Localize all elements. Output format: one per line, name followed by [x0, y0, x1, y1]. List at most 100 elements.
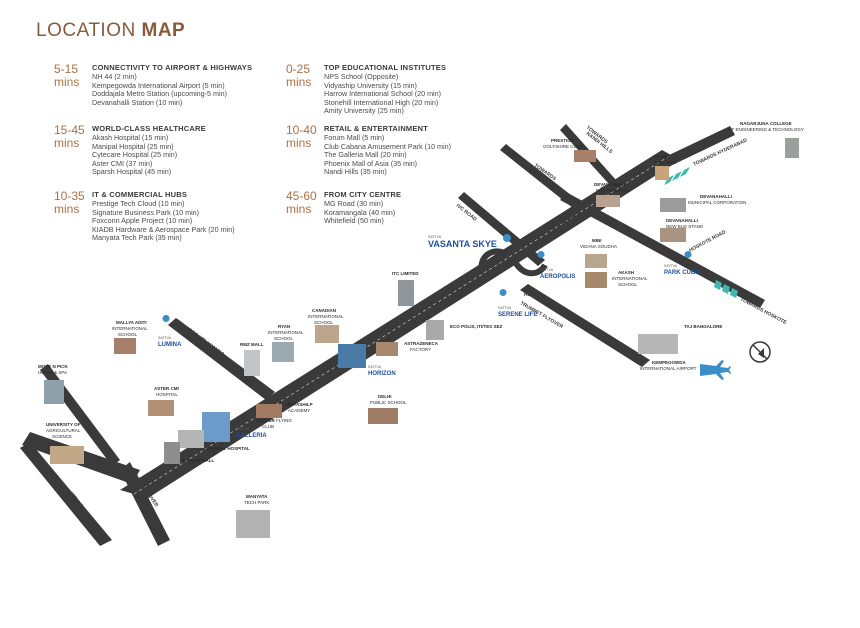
label-esteem: ESTEEM MALL	[182, 458, 215, 463]
label-uas-3: SCIENCE	[52, 434, 72, 439]
building-itc	[398, 280, 414, 306]
label-jakkur-2: FLYING	[276, 418, 292, 423]
label-mini-2: VIDANA SOUDHA	[580, 244, 617, 249]
label-municipal-1: DEVANAHALLI	[700, 194, 732, 199]
info-block-item: Cytecare Hospital (25 min)	[92, 150, 178, 160]
project-park-cubix: SATTVA PARK CUBIX	[664, 251, 701, 276]
building-astrazeneca	[376, 342, 398, 356]
building-galleria	[202, 412, 230, 442]
building-prestige	[574, 150, 596, 162]
label-canadian-2: INTERNATIONAL	[308, 314, 344, 319]
info-block-heading: TOP EDUCATIONAL INSTITUTES	[324, 63, 447, 72]
info-block-item: Stonehill International High (20 min)	[324, 97, 439, 107]
aeropolis-label: AEROPOLIS	[540, 274, 575, 280]
project-serene-life: SATTVA SERENE LIFE	[498, 289, 537, 318]
brand-label: SATTVA	[236, 427, 250, 431]
label-prestige-2: GOLFSHIRE CLUB	[543, 144, 582, 149]
info-block-heading: RETAIL & ENTERTAINMENT	[324, 124, 428, 133]
label-rmz: RMZ MALL	[240, 342, 264, 347]
vasanta-skye-label: VASANTA SKYE	[428, 239, 497, 249]
label-movenpick-2: HOTEL & SPA	[38, 370, 67, 375]
chevron-hoskote-3	[730, 288, 738, 298]
info-block-item: Prestige Tech Cloud (10 min)	[92, 199, 185, 208]
label-devanahalli-bus-1: DEVANAHALLI	[594, 182, 626, 187]
info-block-item: Amity University (25 min)	[324, 106, 404, 116]
location-pin-icon	[162, 315, 170, 330]
title-bold: MAP	[141, 20, 186, 41]
travel-time: 10-35 mins	[54, 189, 85, 216]
label-aster-1: ASTER CMI	[154, 386, 179, 391]
airplane-icon	[700, 360, 731, 380]
galleria-label: GALLERIA	[236, 433, 267, 439]
chevron-hyderabad-3	[680, 167, 690, 177]
airplane-shape	[700, 360, 731, 380]
label-akash-3: SCHOOL	[618, 282, 638, 287]
project-aeropolis: SATTVA AEROPOLIS	[537, 251, 575, 280]
label-kempegowda-1: KEMPEGOWDA	[652, 360, 687, 365]
label-jakkur-3: CLUB	[262, 424, 274, 429]
info-block-heading: WORLD-CLASS HEALTHCARE	[92, 124, 206, 133]
label-ecopolis: ECO POLIS, ITI/TES SEZ	[450, 324, 503, 329]
hoskote-road	[560, 192, 765, 308]
doddaballapura-road	[500, 144, 590, 216]
chevron-hyderabad-2	[672, 171, 682, 181]
info-block-item: The Galleria Mall (20 min)	[324, 150, 407, 160]
brand-label: SATTVA	[428, 235, 442, 239]
no-horn-icon	[749, 341, 771, 363]
building-municipal	[660, 198, 686, 212]
info-block-item: Koramangala (40 min)	[324, 207, 396, 217]
label-nagarjuna-2: OF ENGINEERING & TECHNOLOGY	[728, 127, 804, 132]
label-ryan-3: SCHOOL	[274, 336, 294, 341]
building-new-bus	[660, 228, 686, 242]
no-horn-slash	[752, 344, 768, 360]
info-block-item: Nandi Hills (35 min)	[324, 167, 387, 177]
label-jakkur-1: JAKKUR	[256, 418, 276, 423]
info-block-item: Akash Hospital (15 min)	[92, 133, 169, 142]
label-new-bus-1: DEVANAHALLI	[666, 218, 698, 223]
building-horizon	[338, 344, 366, 368]
no-horn-circle	[749, 341, 771, 363]
kia-trumpet-loop	[478, 248, 548, 284]
label-nandi-2: UPACHAR	[655, 160, 677, 165]
travel-time: 5-15 mins	[54, 62, 80, 89]
info-block-heading: IT & COMMERCIAL HUBS	[92, 190, 188, 199]
label-ryan-2: INTERNATIONAL	[268, 330, 304, 335]
label-movenpick-1: MOVE N PICK	[38, 364, 69, 369]
info-block-item: Forum Mall (5 min)	[324, 133, 385, 142]
info-block-heading: FROM CITY CENTRE	[324, 190, 402, 199]
location-pin-icon	[499, 289, 507, 304]
building-nagarjuna	[785, 138, 799, 158]
lumina-label: LUMINA	[158, 342, 182, 348]
building-uas	[50, 446, 84, 464]
horizon-label: HORIZON	[368, 371, 396, 377]
label-prestige-1: PRESTIGE	[551, 138, 574, 143]
lane-markings	[133, 154, 672, 495]
chevron-hoskote-1	[714, 280, 722, 290]
mekhri-road	[20, 442, 112, 546]
label-akash-1: AKASH	[618, 270, 634, 275]
road-label-hoskote: HOSKOTE ROAD	[688, 229, 727, 254]
label-aster-2: HOSPITAL	[156, 392, 178, 397]
building-ryan	[272, 342, 294, 362]
label-taj: TAJ BANGALORE	[684, 324, 722, 329]
label-astrazeneca-1: ASTRAZENECA	[404, 341, 439, 346]
building-devanahalli-bus	[596, 195, 620, 207]
building-esteem	[164, 442, 180, 464]
location-pin-icon	[537, 251, 545, 266]
info-block-heading: CONNECTIVITY TO AIRPORT & HIGHWAYS	[92, 63, 253, 72]
label-mini-1: MINI	[592, 238, 602, 243]
info-block-item: NPS School (Opposite)	[324, 72, 399, 81]
label-uas-1: UNIVERSITY OF	[46, 422, 81, 427]
location-pin-icon	[503, 233, 512, 252]
project-vasanta-skye: SATTVA VASANTA SKYE	[428, 233, 512, 252]
yelahanka-road	[168, 318, 275, 400]
label-municipal-2: MUNICIPAL CORPORATION	[688, 200, 746, 205]
info-block-item: Vidyaship University (15 min)	[324, 80, 417, 90]
project-horizon: SATTVA HORIZON	[368, 365, 396, 377]
info-block-item: Club Cabana Amusement Park (10 min)	[324, 141, 452, 151]
